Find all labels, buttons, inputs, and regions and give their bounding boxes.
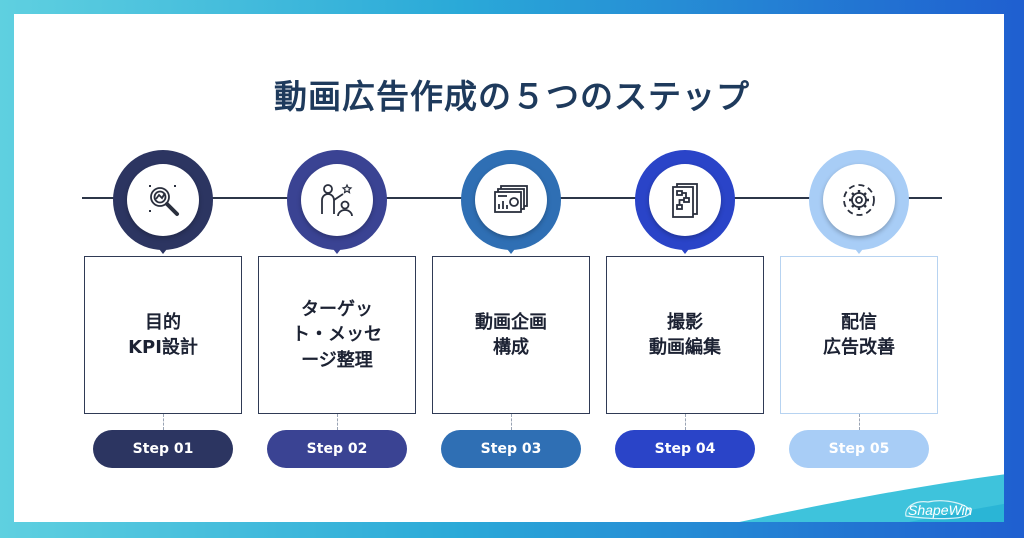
gear-cycle-icon bbox=[843, 184, 875, 216]
step-1-box: 目的 KPI設計 bbox=[84, 256, 242, 414]
presenter-audience-icon bbox=[321, 183, 353, 217]
step-2-box: ターゲッ ト・メッセ ージ整理 bbox=[258, 256, 416, 414]
presentation-slides-icon bbox=[494, 185, 528, 213]
analytics-magnifier-icon bbox=[149, 185, 179, 216]
step-5-connector bbox=[859, 414, 860, 430]
step-4-badge: Step 04 bbox=[615, 430, 755, 468]
step-4-label: 撮影 動画編集 bbox=[649, 311, 721, 358]
step-5-box: 配信 広告改善 bbox=[780, 256, 938, 414]
step-3-pin bbox=[461, 150, 561, 254]
step-1-label: 目的 KPI設計 bbox=[128, 311, 198, 358]
step-1-connector bbox=[163, 414, 164, 430]
step-3-connector bbox=[511, 414, 512, 430]
step-2-pin bbox=[287, 150, 387, 254]
step-4-box: 撮影 動画編集 bbox=[606, 256, 764, 414]
step-5-badge: Step 05 bbox=[789, 430, 929, 468]
step-4-connector bbox=[685, 414, 686, 430]
step-3-badge: Step 03 bbox=[441, 430, 581, 468]
step-2-badge: Step 02 bbox=[267, 430, 407, 468]
step-5-pin bbox=[809, 150, 909, 254]
page-title: 動画広告作成の５つのステップ bbox=[274, 77, 750, 116]
step-1-pin bbox=[113, 150, 213, 254]
step-5-label: 配信 広告改善 bbox=[823, 311, 895, 358]
step-2-connector bbox=[337, 414, 338, 430]
step-3-label: 動画企画 構成 bbox=[475, 311, 547, 358]
step-3-box: 動画企画 構成 bbox=[432, 256, 590, 414]
brand-logo-text: ShapeWin bbox=[908, 502, 973, 518]
step-2-label: ターゲッ ト・メッセ ージ整理 bbox=[292, 299, 382, 371]
storyboard-flow-icon bbox=[672, 183, 698, 218]
step-4-pin bbox=[635, 150, 735, 254]
brand-logo: ShapeWin bbox=[904, 498, 974, 522]
step-1-badge: Step 01 bbox=[93, 430, 233, 468]
